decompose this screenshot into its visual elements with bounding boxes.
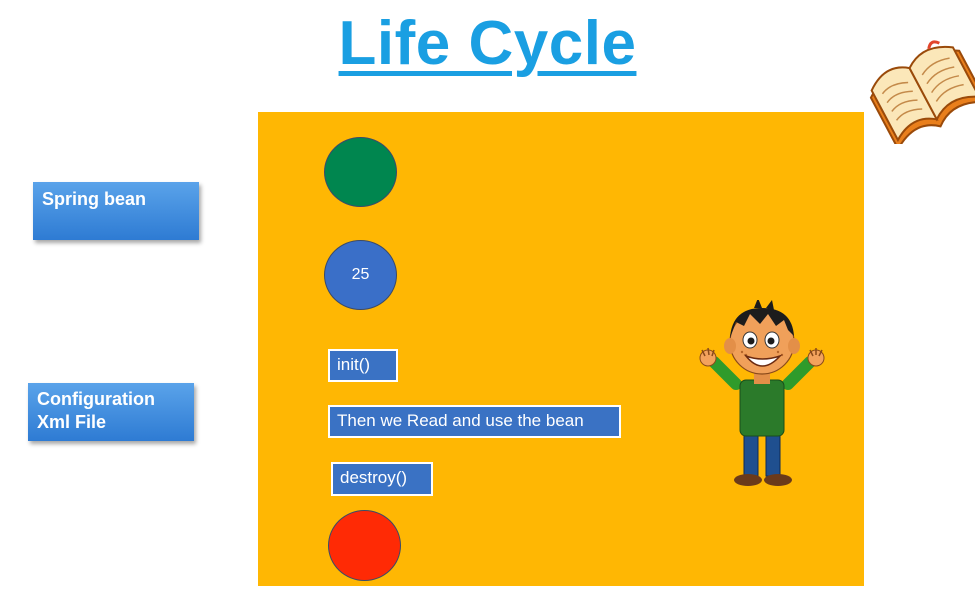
bean-value-circle: 25 [324, 240, 397, 310]
configuration-xml-file-label: Configuration Xml File [28, 383, 194, 441]
open-book-icon [869, 40, 975, 144]
bean-value: 25 [351, 266, 370, 283]
init-step: init() [328, 349, 398, 382]
destroy-step: destroy() [331, 462, 433, 496]
bean-end-circle [328, 510, 401, 581]
slide-title: Life Cycle [338, 9, 637, 78]
lifecycle-panel: 25 init() Then we Read and use the bean … [258, 112, 864, 586]
bean-start-circle [324, 137, 397, 207]
read-use-step: Then we Read and use the bean [328, 405, 621, 438]
cheering-boy-illustration [699, 300, 825, 486]
spring-bean-label: Spring bean [33, 182, 199, 240]
